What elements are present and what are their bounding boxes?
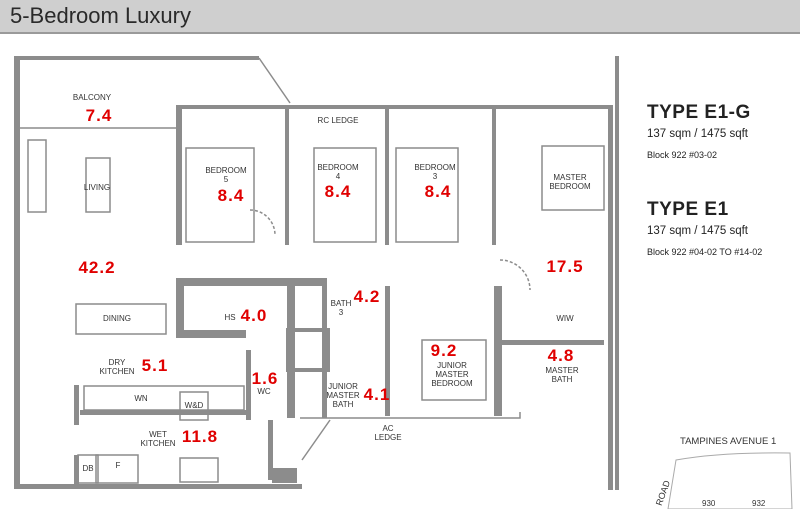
wc-area: 1.6 — [251, 369, 279, 388]
wc-label: WC — [257, 387, 271, 396]
ac-ledge-label1: AC — [382, 424, 394, 433]
rc-ledge-label: RC LEDGE — [317, 116, 359, 125]
ac-ledge-label2: LEDGE — [374, 433, 402, 442]
junior-master-bedroom-label1: JUNIOR — [437, 361, 467, 370]
junior-master-bath-label2: MASTER — [326, 391, 360, 400]
keyplan-block-932: 932 — [752, 499, 766, 508]
master-bath-area: 4.8 — [547, 346, 575, 365]
master-bedroom-area: 17.5 — [546, 257, 584, 276]
master-bedroom-label2: BEDROOM — [549, 182, 591, 191]
unit-info-e1: TYPE E1 137 sqm / 1475 sqft Block 922 #0… — [647, 199, 762, 257]
dry-kitchen-label1: DRY — [108, 358, 126, 367]
junior-master-bedroom-label3: BEDROOM — [431, 379, 473, 388]
fixtures — [20, 57, 605, 484]
keyplan-street: TAMPINES AVENUE 1 — [680, 436, 777, 447]
junior-master-bath-label3: BATH — [332, 400, 354, 409]
bath3-label: BATH — [330, 299, 352, 308]
wet-kitchen-area: 11.8 — [181, 427, 219, 446]
bedroom4-num: 4 — [335, 172, 341, 181]
junior-master-bath-label1: JUNIOR — [328, 382, 358, 391]
bedroom5-label: BEDROOM — [205, 166, 247, 175]
balcony-area: 7.4 — [85, 106, 113, 125]
bedroom3-area: 8.4 — [424, 182, 452, 201]
page-title: 5-Bedroom Luxury — [10, 3, 191, 28]
dining-label: DINING — [103, 314, 131, 323]
dry-kitchen-label2: KITCHEN — [99, 367, 135, 376]
wet-kitchen-label2: KITCHEN — [140, 439, 176, 448]
unit-type: TYPE E1 — [647, 199, 729, 220]
bath3-num: 3 — [338, 308, 344, 317]
keyplan-map — [667, 452, 793, 509]
dry-kitchen-area: 5.1 — [141, 356, 169, 375]
master-bedroom-label1: MASTER — [553, 173, 587, 182]
unit-size: 137 sqm / 1475 sqft — [647, 128, 749, 140]
living-area: 42.2 — [78, 258, 116, 277]
unit-block: Block 922 #03-02 — [647, 150, 718, 160]
bedroom5-num: 5 — [223, 175, 229, 184]
bedroom4-label: BEDROOM — [317, 163, 359, 172]
hs-label: HS — [224, 313, 236, 322]
bedroom4-area: 8.4 — [324, 182, 352, 201]
junior-master-bedroom-label2: MASTER — [435, 370, 469, 379]
master-bath-label1: MASTER — [545, 366, 579, 375]
balcony-label: BALCONY — [72, 93, 112, 102]
wet-kitchen-label1: WET — [149, 430, 167, 439]
master-bath-label2: BATH — [551, 375, 573, 384]
bedroom3-label: BEDROOM — [414, 163, 456, 172]
wn-label: WN — [134, 394, 148, 403]
keyplan-block-930: 930 — [702, 499, 716, 508]
bedroom5-area: 8.4 — [217, 186, 245, 205]
bath3-area: 4.2 — [353, 287, 381, 306]
header-bar: 5-Bedroom Luxury — [0, 0, 800, 34]
walls — [14, 56, 613, 490]
wiw-label: WIW — [556, 314, 574, 323]
bedroom3-num: 3 — [432, 172, 438, 181]
hs-area: 4.0 — [240, 306, 268, 325]
unit-info-e1g: TYPE E1-G 137 sqm / 1475 sqft Block 922 … — [647, 102, 751, 160]
junior-master-bath-area: 4.1 — [363, 385, 391, 404]
junior-master-bedroom-area: 9.2 — [430, 341, 458, 360]
unit-size: 137 sqm / 1475 sqft — [647, 225, 749, 237]
living-label: LIVING — [83, 183, 111, 192]
db-label: DB — [82, 464, 94, 473]
unit-type: TYPE E1-G — [647, 102, 751, 123]
f-label: F — [115, 461, 121, 470]
unit-block: Block 922 #04-02 TO #14-02 — [647, 247, 763, 257]
wd-label: W&D — [184, 401, 204, 410]
